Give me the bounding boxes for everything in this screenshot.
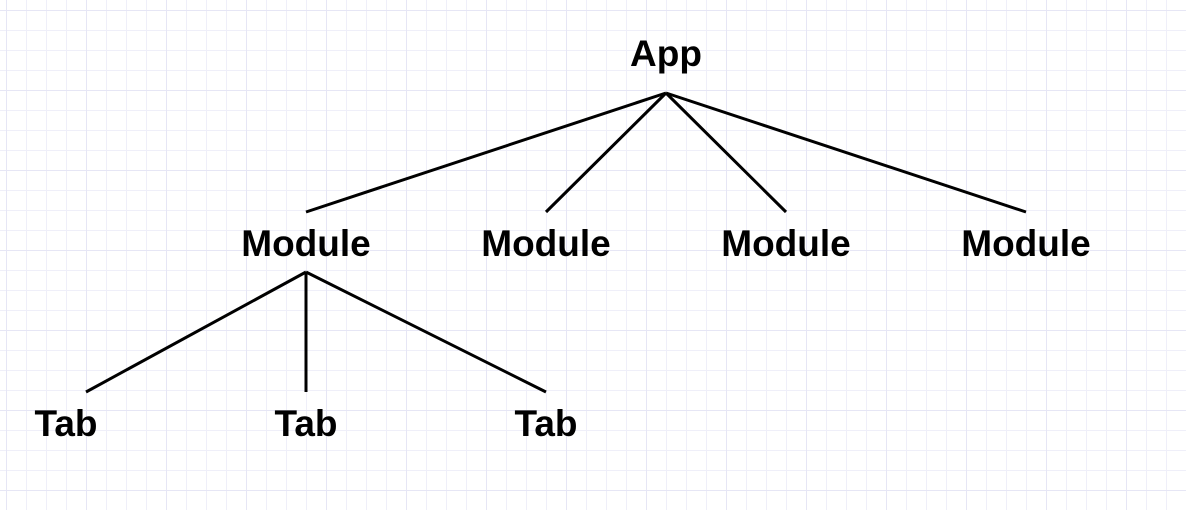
node-app: App [630, 33, 702, 74]
edge-app-module-2 [544, 91, 668, 214]
node-tab-2: Tab [274, 403, 337, 444]
edge-app-module-4 [665, 91, 1027, 214]
edge-app-module-1 [305, 91, 667, 214]
node-tab-1: Tab [34, 403, 97, 444]
node-module-2: Module [481, 223, 610, 264]
node-module-4: Module [961, 223, 1090, 264]
edge-module-1-tab-3 [305, 270, 547, 394]
edge-app-module-3 [664, 91, 788, 214]
node-tab-3: Tab [514, 403, 577, 444]
node-module-1: Module [241, 223, 370, 264]
node-module-3: Module [721, 223, 850, 264]
edge-module-1-tab-1 [85, 270, 307, 394]
